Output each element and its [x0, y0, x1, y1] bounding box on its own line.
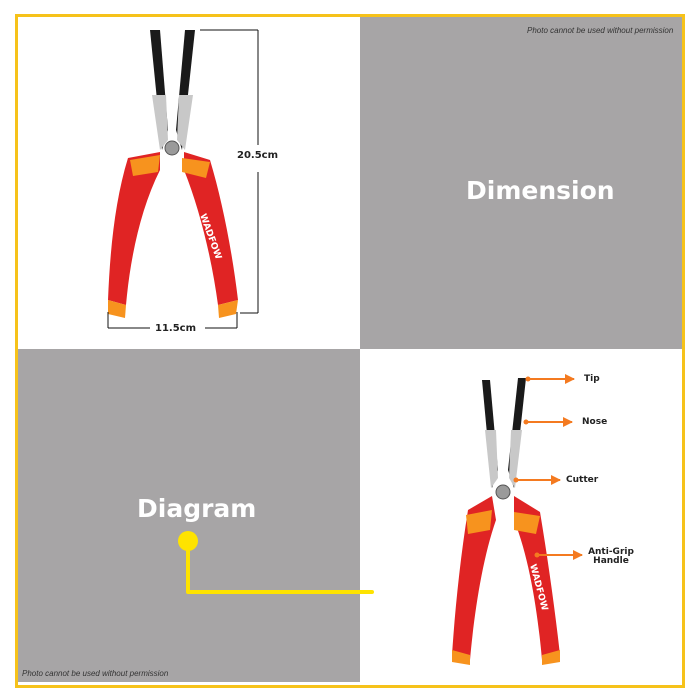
diagram-title-panel [18, 349, 360, 682]
diagram-heading: Diagram [137, 494, 257, 523]
pliers-diagram-image: WADFOW [452, 378, 560, 665]
handle-label-line1: Anti-Grip [588, 547, 634, 557]
diagram-connector-line [178, 531, 374, 594]
dimension-title-panel [360, 17, 682, 349]
nose-label: Nose [582, 417, 608, 427]
height-dimension-line [200, 29, 259, 314]
handle-label: Anti-Grip Handle [586, 548, 636, 566]
tip-label: Tip [584, 374, 600, 384]
handle-label-line2: Handle [593, 556, 629, 566]
dimension-heading: Dimension [466, 176, 615, 205]
permission-notice-top: Photo cannot be used without permission [527, 26, 674, 35]
height-dimension-label: 20.5cm [237, 150, 279, 161]
cutter-label: Cutter [566, 475, 599, 485]
permission-notice-bottom: Photo cannot be used without permission [22, 669, 169, 678]
yellow-frame [15, 14, 685, 688]
width-dimension-line [107, 312, 238, 329]
width-dimension-label: 11.5cm [155, 323, 197, 334]
pliers-top-image: WADFOW [108, 30, 238, 318]
